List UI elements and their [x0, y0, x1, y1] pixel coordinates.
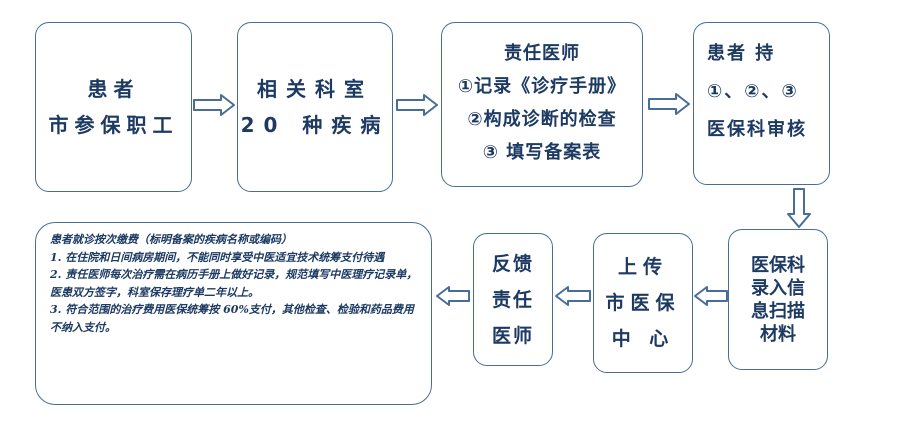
step3-item2: ②构成诊断的检查 [467, 109, 617, 130]
flow-step-department: 相关科室 20 种疾病 [237, 22, 393, 192]
flow-step-feedback-doctor: 反馈 责任 医师 [473, 233, 553, 366]
notes-item3: 3. 符合范围的治疗费用医保统筹按 60%支付，其他检查、检验和药品费用不纳入支… [50, 303, 414, 334]
arrow-right-icon [396, 94, 438, 116]
arrow-down-icon [787, 188, 811, 228]
step6-line1: 上传 [617, 256, 668, 278]
step1-line1: 患者 [87, 77, 140, 101]
arrow-right-icon [648, 93, 690, 115]
flow-step-patient: 患者 市参保职工 [35, 22, 192, 192]
step4-line2: ①、②、③ [707, 81, 799, 102]
flow-step-payment-notes: 患者就诊按次缴费（标明备案的疾病名称或编码） 1. 在住院和日间病房期间，不能同… [35, 222, 432, 405]
arrow-left-icon [555, 286, 591, 306]
flow-step-insurance-entry: 医保科 录入信 息扫描 材料 [728, 229, 828, 370]
arrow-left-icon [436, 286, 470, 306]
step6-line2: 市医保 [605, 292, 681, 314]
notes-item1: 1. 在住院和日间病房期间，不能同时享受中医适宜技术统筹支付待遇 [50, 250, 385, 264]
flow-step-responsible-doctor: 责任医师 ①记录《诊疗手册》 ②构成诊断的检查 ③ 填写备案表 [441, 22, 643, 187]
step3-title: 责任医师 [504, 43, 580, 64]
step3-item1: ①记录《诊疗手册》 [457, 76, 627, 97]
notes-item2: 2. 责任医师每次治疗需在病历手册上做好记录，规范填写中医理疗记录单，医患双方签… [50, 268, 418, 299]
arrow-right-icon [193, 94, 235, 116]
step2-line1: 相关科室 [257, 77, 373, 101]
step3-item3: ③ 填写备案表 [482, 142, 602, 163]
step5-line1: 医保科 [751, 254, 805, 276]
step5-line4: 材料 [760, 323, 796, 345]
step4-line1: 患者 持 [707, 43, 776, 64]
step7-line3: 医师 [491, 324, 534, 347]
step4-line3: 医保科审核 [707, 119, 807, 140]
flow-step-insurance-review: 患者 持 ①、②、③ 医保科审核 [693, 22, 830, 185]
notes-heading: 患者就诊按次缴费（标明备案的疾病名称或编码） [50, 233, 292, 246]
step6-line3: 中 心 [611, 328, 675, 350]
arrow-left-icon [694, 286, 728, 306]
step2-line2: 20 种疾病 [240, 113, 390, 137]
step5-line3: 息扫描 [751, 300, 805, 322]
step1-line2: 市参保职工 [48, 113, 179, 137]
step5-line2: 录入信 [751, 277, 805, 299]
step7-line2: 责任 [491, 288, 534, 311]
step7-line1: 反馈 [491, 252, 534, 275]
flow-step-upload-center: 上传 市医保 中 心 [593, 233, 693, 373]
